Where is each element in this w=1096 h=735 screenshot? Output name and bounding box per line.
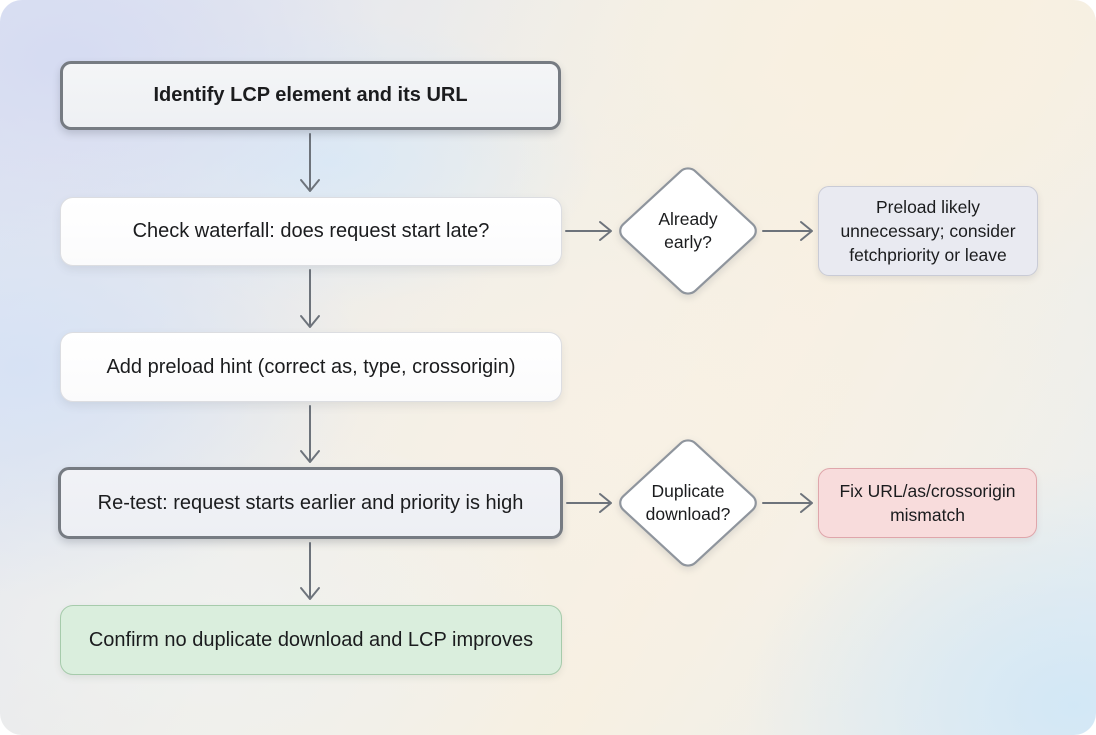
node-decision-already-early: Already early? bbox=[616, 163, 760, 299]
node-add-preload-hint: Add preload hint (correct as, type, cros… bbox=[60, 332, 562, 402]
arrow-retest-to-confirm bbox=[300, 542, 320, 600]
arrow-duplicate-to-fix bbox=[762, 493, 813, 513]
diamond-shape bbox=[616, 163, 760, 299]
node-confirm-success: Confirm no duplicate download and LCP im… bbox=[60, 605, 562, 675]
node-preload-unnecessary-label: Preload likely unnecessary; consider fet… bbox=[840, 196, 1016, 266]
node-identify-lcp-label: Identify LCP element and its URL bbox=[153, 84, 468, 106]
node-decision-already-early-label: Already early? bbox=[658, 209, 718, 252]
node-check-waterfall-label: Check waterfall: does request start late… bbox=[132, 220, 490, 242]
node-preload-unnecessary: Preload likely unnecessary; consider fet… bbox=[818, 186, 1038, 276]
node-identify-lcp: Identify LCP element and its URL bbox=[60, 61, 561, 130]
diamond-shape bbox=[616, 435, 760, 571]
node-confirm-success-label: Confirm no duplicate download and LCP im… bbox=[88, 628, 534, 651]
node-decision-duplicate-download-label: Duplicate download? bbox=[645, 481, 731, 524]
arrow-check-to-already-early bbox=[565, 221, 612, 241]
node-retest: Re-test: request starts earlier and prio… bbox=[58, 467, 563, 539]
arrow-check-to-add-preload bbox=[300, 269, 320, 328]
arrow-already-early-to-preload-unnecessary bbox=[762, 221, 813, 241]
node-fix-mismatch: Fix URL/as/crossorigin mismatch bbox=[818, 468, 1037, 538]
arrow-add-preload-to-retest bbox=[300, 405, 320, 463]
arrow-identify-to-check bbox=[300, 133, 320, 192]
node-decision-duplicate-download: Duplicate download? bbox=[616, 435, 760, 571]
arrow-retest-to-duplicate bbox=[566, 493, 612, 513]
node-retest-label: Re-test: request starts earlier and prio… bbox=[97, 491, 524, 514]
node-check-waterfall: Check waterfall: does request start late… bbox=[60, 197, 562, 266]
node-add-preload-hint-label: Add preload hint (correct as, type, cros… bbox=[106, 355, 516, 378]
node-fix-mismatch-label: Fix URL/as/crossorigin mismatch bbox=[839, 480, 1016, 525]
